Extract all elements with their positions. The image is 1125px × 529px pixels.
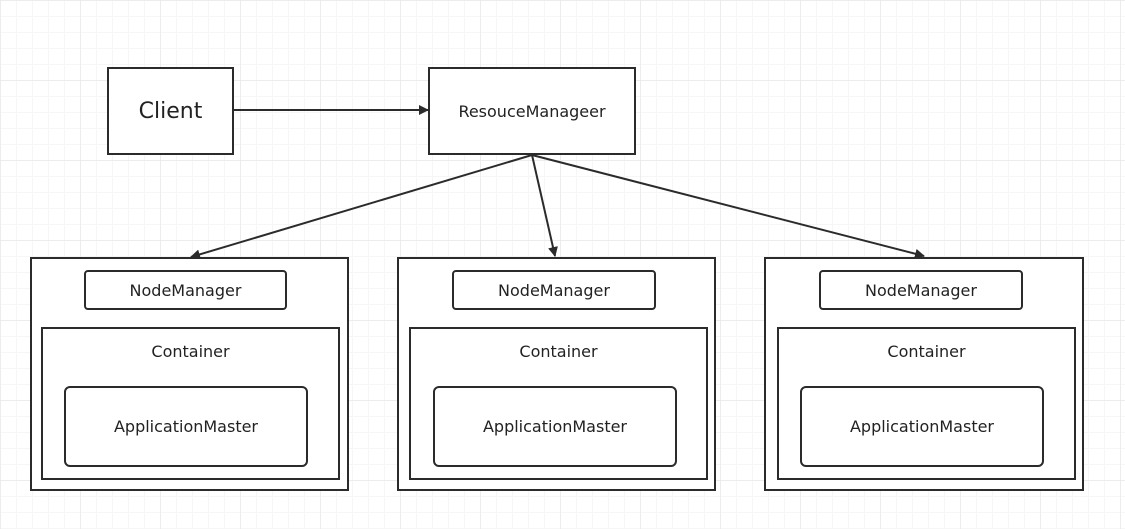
node-box-1[interactable]: NodeManager Container ApplicationMaster [30, 257, 349, 491]
node-box-2[interactable]: NodeManager Container ApplicationMaster [397, 257, 716, 491]
container-label: Container [887, 342, 966, 361]
container-label: Container [151, 342, 230, 361]
arrow-resource-manager-to-node-2 [531, 154, 558, 257]
application-master-box[interactable]: ApplicationMaster [433, 386, 677, 467]
application-master-label: ApplicationMaster [849, 417, 995, 436]
node-manager-box[interactable]: NodeManager [819, 270, 1023, 310]
node-manager-label: NodeManager [129, 280, 242, 300]
container-box[interactable]: Container ApplicationMaster [41, 327, 340, 480]
container-box[interactable]: Container ApplicationMaster [777, 327, 1076, 480]
resource-manager-label: ResouceManageer [458, 101, 606, 121]
container-label: Container [519, 342, 598, 361]
node-manager-box[interactable]: NodeManager [84, 270, 287, 310]
application-master-label: ApplicationMaster [482, 417, 628, 436]
application-master-label: ApplicationMaster [113, 417, 259, 436]
node-manager-box[interactable]: NodeManager [452, 270, 656, 310]
node-manager-label: NodeManager [498, 280, 610, 300]
client-label: Client [138, 98, 203, 124]
node-box-3[interactable]: NodeManager Container ApplicationMaster [764, 257, 1084, 491]
resource-manager-box[interactable]: ResouceManageer [428, 67, 636, 155]
node-manager-label: NodeManager [865, 280, 977, 300]
application-master-box[interactable]: ApplicationMaster [64, 386, 308, 467]
client-box[interactable]: Client [107, 67, 234, 155]
container-box[interactable]: Container ApplicationMaster [409, 327, 708, 480]
application-master-box[interactable]: ApplicationMaster [800, 386, 1044, 467]
arrow-resource-manager-to-node-3 [531, 154, 925, 259]
arrow-resource-manager-to-node-1 [190, 154, 533, 260]
